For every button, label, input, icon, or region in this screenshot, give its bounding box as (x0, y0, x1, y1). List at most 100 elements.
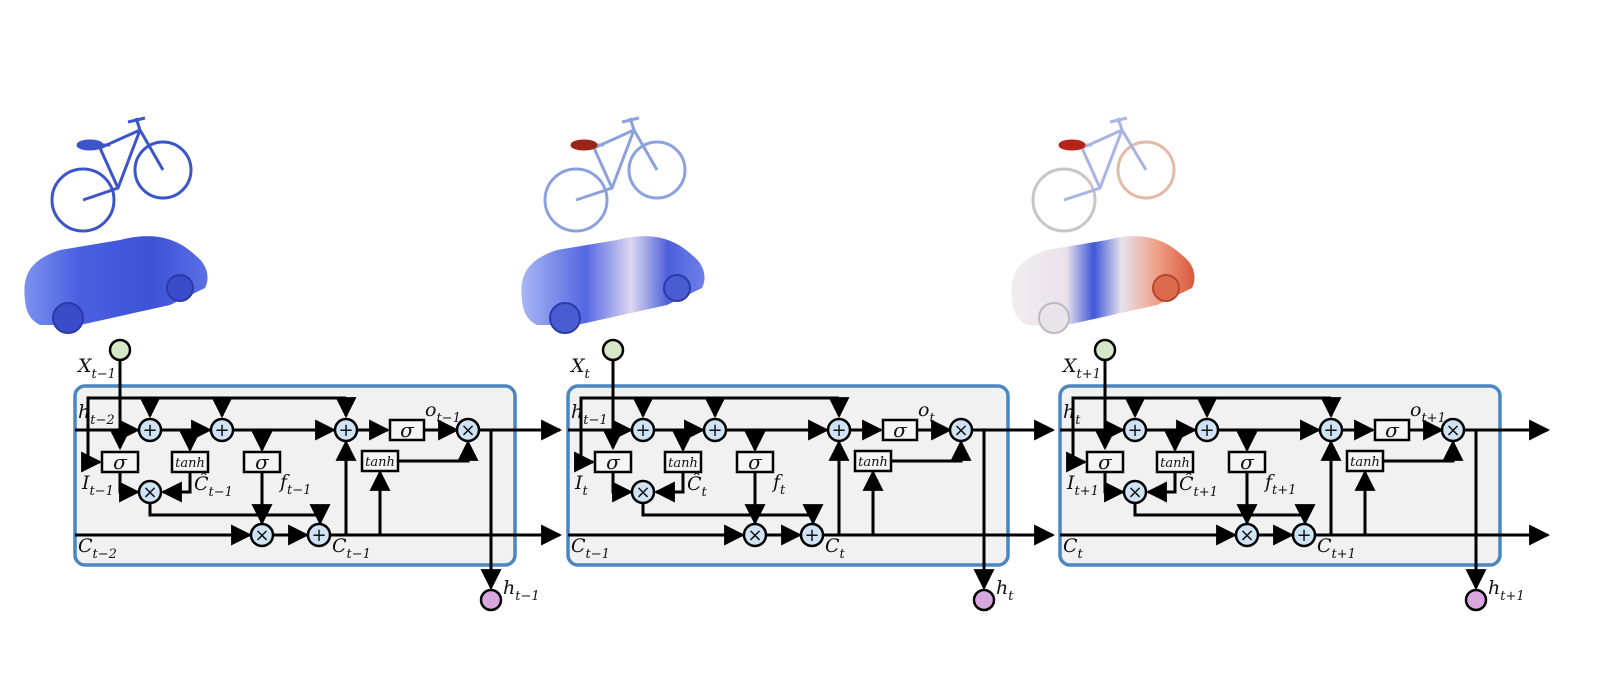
plus-symbol: + (1296, 525, 1311, 546)
sigma-label: σ (255, 450, 270, 474)
add-op-node: + (702, 417, 728, 443)
sigma-label: σ (606, 450, 621, 474)
candidate-label: Ĉt+1 (1179, 472, 1218, 500)
sigma-label: σ (1098, 450, 1113, 474)
times-symbol: × (1445, 420, 1460, 441)
times-symbol: × (953, 420, 968, 441)
input-gate-label: It+1 (1066, 472, 1099, 499)
gate-box (170, 450, 210, 474)
sigmoid-gate: σ (881, 418, 919, 442)
add-op-node: + (826, 417, 852, 443)
op-circle (209, 417, 235, 443)
gate-box (1227, 450, 1267, 474)
output-label: ht (996, 577, 1014, 604)
op-circle (630, 417, 656, 443)
op-circle (826, 417, 852, 443)
c-out-label: Ct−1 (332, 535, 371, 562)
sigma-label: σ (748, 450, 763, 474)
car-heatmap-icon (24, 236, 208, 334)
plus-symbol: + (142, 420, 157, 441)
output-gate-label: ot+1 (1410, 399, 1446, 426)
gate-box (388, 418, 426, 442)
plus-symbol: + (338, 420, 353, 441)
candidate-label: Ĉt (687, 472, 708, 500)
sigmoid-gate: σ (593, 450, 633, 474)
op-circle (1194, 417, 1220, 443)
add-op-node: + (306, 522, 332, 548)
op-circle (249, 522, 275, 548)
gate-box (242, 450, 282, 474)
gate-box (360, 449, 400, 473)
times-symbol: × (1127, 482, 1142, 503)
connector-line (148, 503, 331, 526)
add-op-node: + (799, 522, 825, 548)
op-circle (137, 417, 163, 443)
output-node (479, 588, 503, 612)
cell-box (566, 384, 1010, 567)
times-symbol: × (747, 525, 762, 546)
output-gate-label: ot−1 (425, 399, 461, 426)
output-gate-label: ot (918, 399, 935, 426)
h-in-label: ht−1 (571, 401, 608, 428)
h-in-label: ht (1063, 401, 1081, 428)
add-op-node: + (1291, 522, 1317, 548)
connector-line (641, 503, 824, 526)
times-symbol: × (460, 420, 475, 441)
forget-gate-label: ft−1 (278, 471, 311, 498)
plus-symbol: + (311, 525, 326, 546)
connector-line (1133, 503, 1316, 526)
times-symbol: × (142, 482, 157, 503)
plus-symbol: + (1323, 420, 1338, 441)
plus-symbol: + (214, 420, 229, 441)
gate-box (593, 450, 633, 474)
connector-line (1145, 472, 1177, 503)
times-symbol: × (1239, 525, 1254, 546)
op-circle (630, 479, 656, 505)
c-in-label: Ct−1 (571, 535, 610, 562)
op-circle (333, 417, 359, 443)
tanh-label: tanh (1350, 455, 1380, 470)
forget-gate-label: ft+1 (1263, 471, 1296, 498)
times-symbol: × (635, 482, 650, 503)
car-heatmap-icon (521, 236, 705, 334)
op-circle (799, 522, 825, 548)
op-circle (1318, 417, 1344, 443)
multiply-op-node: × (630, 479, 656, 505)
c-out-label: Ct (825, 535, 846, 562)
multiply-op-node: × (137, 479, 163, 505)
tanh-gate: tanh (360, 449, 400, 473)
sigmoid-gate: σ (100, 450, 140, 474)
op-circle (455, 417, 481, 443)
tanh-gate: tanh (663, 450, 703, 474)
gate-box (735, 450, 775, 474)
op-circle (1440, 417, 1466, 443)
multiply-op-node: × (455, 417, 481, 443)
input-label: Xt+1 (1061, 355, 1101, 382)
connector-line (160, 472, 192, 503)
connector-line (1066, 430, 1088, 473)
sigmoid-gate: σ (242, 450, 282, 474)
input-node (1093, 338, 1117, 362)
connector-line (579, 396, 839, 430)
gate-box (1085, 450, 1125, 474)
op-circle (948, 417, 974, 443)
plus-symbol: + (1127, 420, 1142, 441)
connector-line (1383, 439, 1464, 463)
gate-box (881, 418, 919, 442)
sigma-label: σ (1240, 450, 1255, 474)
sigmoid-gate: σ (388, 418, 426, 442)
tanh-gate: tanh (170, 450, 210, 474)
thumbnail-group-1 (24, 116, 208, 334)
connector-line (1103, 472, 1126, 503)
connector-line (398, 439, 479, 463)
plus-symbol: + (831, 420, 846, 441)
h-in-label: ht−2 (78, 401, 115, 428)
sigma-label: σ (113, 450, 128, 474)
input-node (601, 338, 625, 362)
multiply-op-node: × (1122, 479, 1148, 505)
op-circle (1122, 417, 1148, 443)
connector-line (86, 396, 346, 430)
op-circle (137, 479, 163, 505)
output-node (972, 588, 996, 612)
